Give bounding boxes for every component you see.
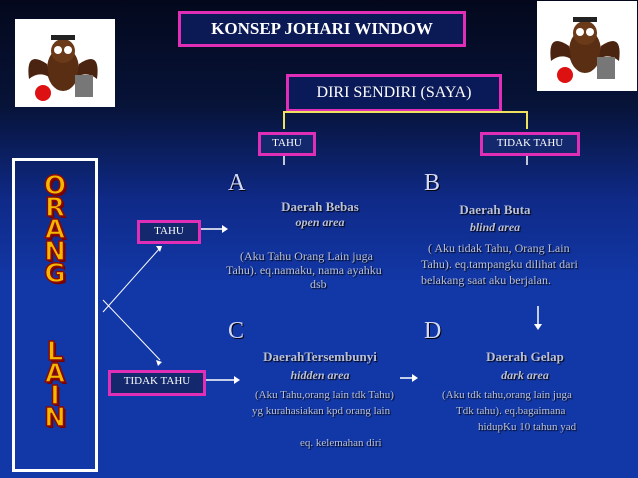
quadrant-a-heading: Daerah Bebas: [281, 199, 359, 214]
quadrant-a-line: dsb: [310, 277, 327, 291]
quadrant-b-letter: B: [424, 170, 441, 196]
quadrant-d-line: Tdk tahu). eq.bagaimana: [456, 405, 566, 417]
quadrant-b-heading: Daerah Buta: [459, 202, 531, 217]
label-side-tidak-tahu: TIDAK TAHU: [108, 370, 206, 396]
vertical-letter: N: [43, 237, 66, 267]
vertical-letter: G: [44, 259, 67, 289]
quadrant-a-line: Tahu). eq.namaku, nama ayahku: [226, 263, 382, 277]
label-top-tidak-tahu: TIDAK TAHU: [480, 132, 580, 156]
vertical-letter: I: [49, 381, 60, 411]
vertical-letter: N: [43, 403, 66, 433]
quadrant-d-letter: D: [424, 318, 442, 344]
quadrant-d-line: hidupKu 10 tahun yad: [478, 421, 577, 433]
quadrant-c-letter: C: [228, 318, 245, 344]
quadrant-d-line: (Aku tdk tahu,orang lain juga: [442, 389, 572, 401]
quadrant-c-line: eq. kelemahan diri: [300, 437, 382, 449]
quadrant-c-line: yg kurahasiakan kpd orang lain: [252, 405, 391, 417]
vertical-letter: A: [44, 215, 66, 245]
orang-lain-frame: [12, 158, 98, 472]
vertical-letter: A: [44, 359, 66, 389]
owl-logo-right: [537, 1, 637, 91]
quadrant-b-line: belakang saat aku berjalan.: [421, 273, 551, 287]
quadrant-a-line: (Aku Tahu Orang Lain juga: [240, 249, 373, 263]
quadrant-a-sub: open area: [295, 215, 345, 229]
page-title: KONSEP JOHARI WINDOW: [178, 11, 466, 47]
self-box: DIRI SENDIRI (SAYA): [286, 74, 502, 112]
label-side-tahu: TAHU: [137, 220, 201, 244]
quadrant-c-sub: hidden area: [290, 368, 350, 382]
quadrant-a-letter: A: [228, 170, 246, 196]
quadrant-b-line: ( Aku tidak Tahu, Orang Lain: [428, 241, 570, 255]
quadrant-b-sub: blind area: [469, 220, 521, 234]
quadrant-b-line: Tahu). eq.tampangku dilihat dari: [421, 257, 578, 271]
quadrant-c-line: (Aku Tahu,orang lain tdk Tahu): [255, 389, 394, 401]
vertical-letter: L: [46, 337, 64, 367]
label-top-tahu: TAHU: [258, 132, 316, 156]
vertical-letter: R: [44, 193, 66, 223]
owl-logo-left: [15, 19, 115, 107]
quadrant-d-heading: Daerah Gelap: [486, 349, 564, 364]
vertical-letter: O: [43, 171, 67, 201]
quadrant-c-heading: DaerahTersembunyi: [263, 349, 377, 364]
quadrant-d-sub: dark area: [501, 368, 549, 382]
